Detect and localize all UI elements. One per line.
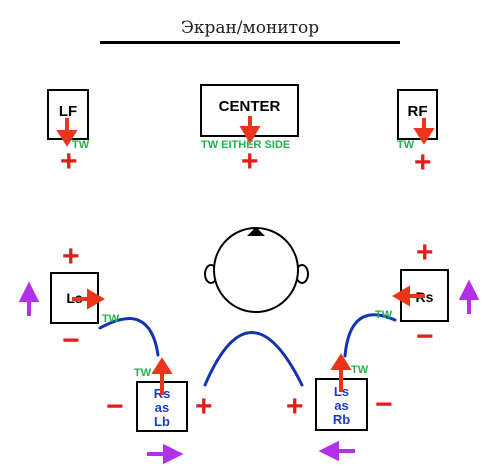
arrow-ls bbox=[72, 288, 105, 310]
minus-rear-left: − bbox=[106, 390, 124, 423]
wire-rear-link bbox=[203, 331, 304, 387]
plus-center: + bbox=[241, 145, 259, 178]
arrow-lf bbox=[56, 118, 78, 147]
arrow-rf bbox=[413, 118, 435, 145]
tw-label-lf: TW bbox=[72, 139, 90, 151]
tw-label-rf: TW bbox=[397, 139, 415, 151]
arrows bbox=[56, 116, 435, 395]
tw-label-rear-right: TW bbox=[351, 364, 369, 376]
wire-right-side-to-rear bbox=[343, 313, 397, 358]
speaker-center-label: CENTER bbox=[218, 98, 281, 115]
rear-left-line-3: Lb bbox=[154, 414, 170, 429]
purple-up-arrow-right bbox=[458, 279, 480, 314]
tw-label-rear-left: TW bbox=[134, 367, 152, 379]
rear-right-line-3: Rb bbox=[332, 412, 351, 427]
move-arrows bbox=[18, 279, 480, 465]
minus-ls: − bbox=[62, 324, 80, 357]
plus-rear-right: + bbox=[286, 390, 304, 423]
arrow-rs bbox=[392, 285, 425, 307]
plus-rear-left: + bbox=[195, 390, 213, 423]
speaker-rear-right: Ls as Rb bbox=[315, 378, 368, 431]
listener-head bbox=[204, 227, 309, 313]
arrow-center bbox=[239, 116, 261, 144]
wire-left-side-to-rear bbox=[98, 317, 160, 357]
screen-label: Экран/монитор bbox=[180, 18, 320, 38]
rear-left-line-2: as bbox=[154, 400, 170, 415]
tw-label-center: TW EITHER SIDE bbox=[201, 139, 291, 151]
purple-left-arrow-bottom bbox=[318, 440, 355, 462]
speaker-lf-label: LF bbox=[58, 103, 78, 120]
head-circle bbox=[213, 227, 299, 313]
rear-right-line-2: as bbox=[334, 398, 349, 413]
head-nose bbox=[247, 227, 265, 236]
wires bbox=[98, 313, 397, 387]
minus-rear-right: − bbox=[375, 388, 393, 421]
screen-line bbox=[100, 41, 400, 44]
plus-rf: + bbox=[414, 146, 432, 179]
speaker-rf-label: RF bbox=[407, 103, 428, 120]
tw-label-rs: TW bbox=[375, 309, 393, 321]
purple-right-arrow-bottom bbox=[147, 443, 184, 465]
plus-ls: + bbox=[62, 240, 80, 273]
plus-lf: + bbox=[60, 145, 78, 178]
purple-up-arrow-left bbox=[18, 281, 40, 316]
plus-rs: + bbox=[416, 236, 434, 269]
minus-rs: − bbox=[416, 320, 434, 353]
arrow-rear-right bbox=[330, 353, 352, 392]
tw-label-ls: TW bbox=[102, 313, 120, 325]
arrow-rear-left bbox=[151, 357, 173, 395]
